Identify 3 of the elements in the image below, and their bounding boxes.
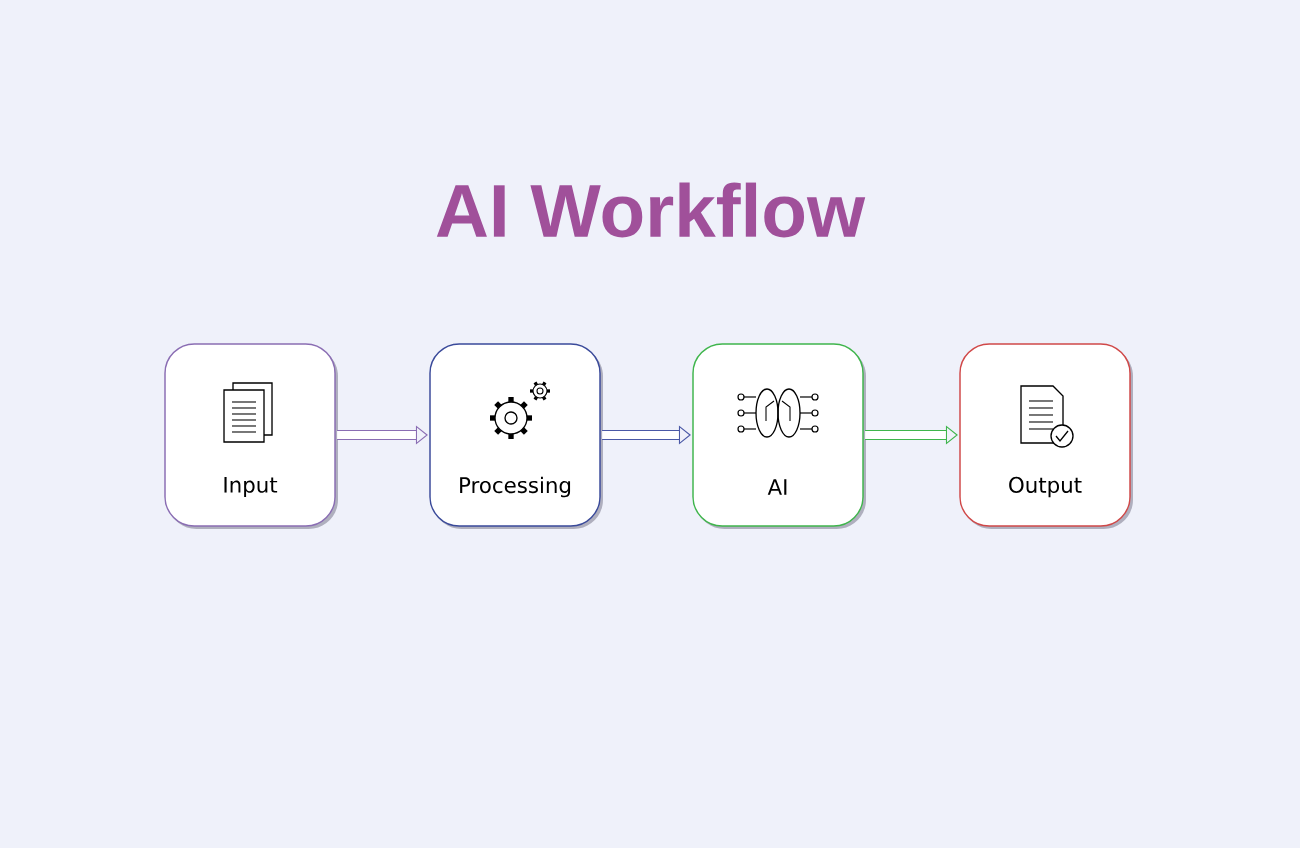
process-box: Processing [429,343,603,529]
process-box: AI [692,343,866,529]
title: AI Workflow [436,182,866,238]
